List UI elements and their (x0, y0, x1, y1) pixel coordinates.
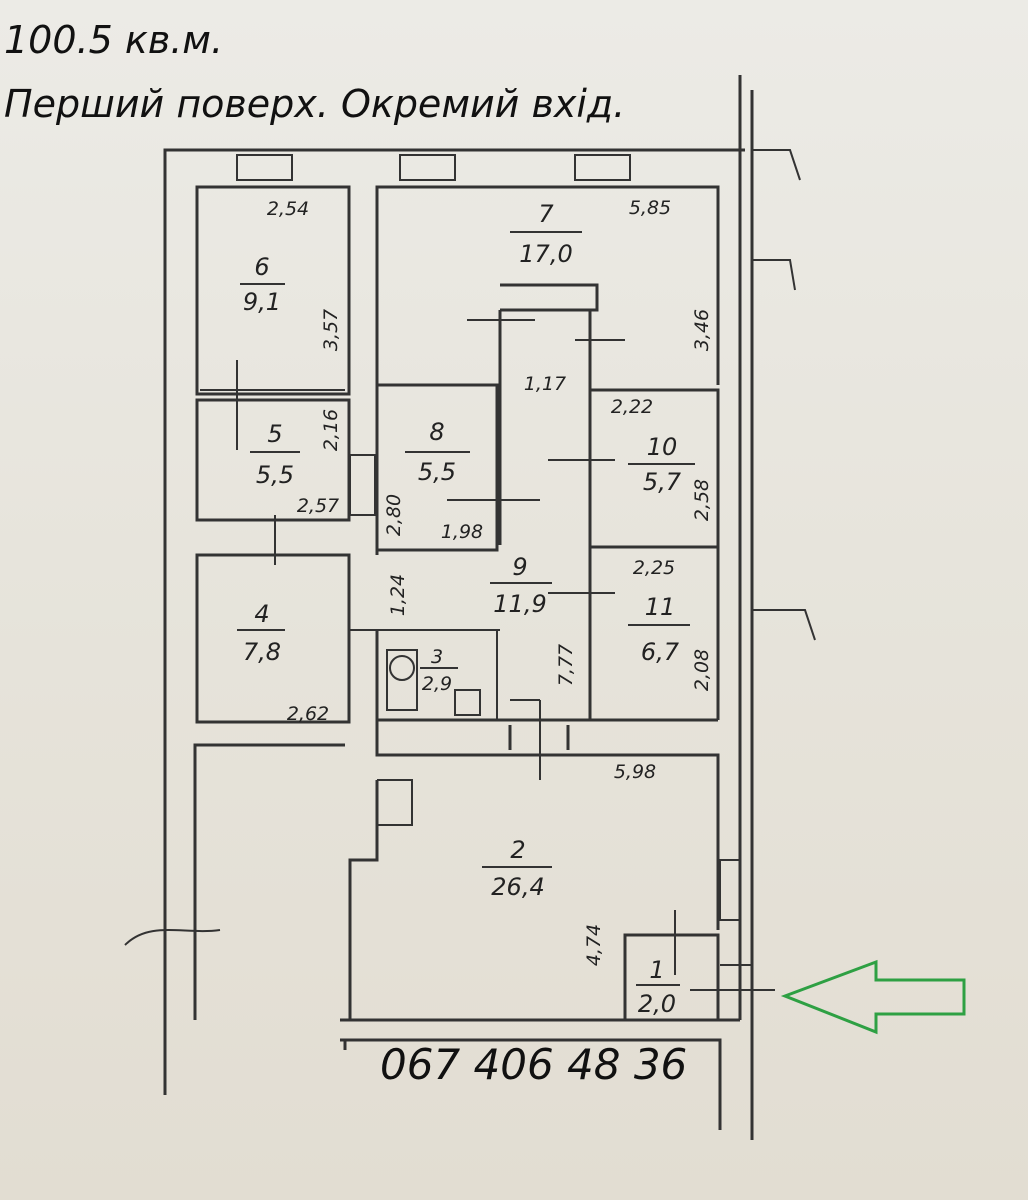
dimension-label: 2,08 (691, 649, 713, 691)
dimension-label: 2,25 (633, 557, 675, 579)
room-area: 2,9 (422, 673, 452, 695)
dimension-label: 2,80 (383, 494, 405, 536)
dimension-labels: 2,54 3,57 2,16 2,57 2,62 5,85 3,46 1,17 … (267, 197, 713, 966)
room-walls-lower (124, 700, 775, 1022)
dimension-label: 2,54 (267, 198, 309, 220)
toilet-fixture (386, 649, 481, 716)
room-area: 7,8 (243, 638, 281, 666)
room-no: 1 (649, 956, 664, 984)
room-area: 9,1 (243, 288, 281, 316)
room-no: 6 (254, 253, 269, 281)
entrance-arrow-icon (780, 959, 966, 1035)
dimension-label: 1,24 (387, 574, 409, 616)
room-no: 7 (538, 200, 554, 228)
room-area: 11,9 (493, 590, 546, 618)
room-no: 11 (645, 593, 676, 621)
dimension-label: 2,16 (320, 409, 342, 451)
dimension-label: 2,22 (611, 396, 653, 418)
dimension-label: 2,58 (691, 479, 713, 521)
room-labels: 6 9,1 5 5,5 4 7,8 7 17,0 8 5,5 10 5,7 9 … (237, 200, 695, 1018)
dimension-label: 2,62 (287, 703, 329, 725)
dimension-label: 3,46 (691, 309, 713, 351)
room-walls-center (375, 185, 720, 722)
dimension-label: 2,57 (297, 495, 339, 517)
room-no: 2 (510, 836, 525, 864)
room-no: 5 (267, 420, 282, 448)
room-area: 5,5 (418, 458, 456, 486)
room-area: 17,0 (519, 240, 572, 268)
room-no: 10 (647, 433, 678, 461)
listing-subtitle: Перший поверх. Окремий вхід. (4, 82, 626, 126)
windows (236, 154, 741, 921)
contact-phone[interactable]: 067 406 48 36 (380, 1040, 688, 1089)
room-area: 5,7 (643, 468, 682, 496)
room-area: 26,4 (491, 873, 544, 901)
outer-walls (163, 75, 816, 1140)
dimension-label: 1,17 (524, 373, 566, 395)
room-no: 8 (429, 418, 444, 446)
dimension-label: 5,85 (629, 197, 671, 219)
dimension-label: 3,57 (320, 309, 342, 351)
room-no: 4 (254, 600, 269, 628)
area-caption: 100.5 кв.м. (4, 18, 224, 62)
room-no: 9 (512, 553, 527, 581)
dimension-label: 5,98 (614, 761, 656, 783)
room-no: 3 (431, 646, 443, 668)
dimension-label: 4,74 (583, 924, 605, 966)
room-area: 5,5 (256, 461, 294, 489)
dimension-label: 7,77 (555, 644, 577, 686)
room-area: 2,0 (638, 990, 676, 1018)
dimension-label: 1,98 (441, 521, 483, 543)
room-area: 6,7 (641, 638, 680, 666)
